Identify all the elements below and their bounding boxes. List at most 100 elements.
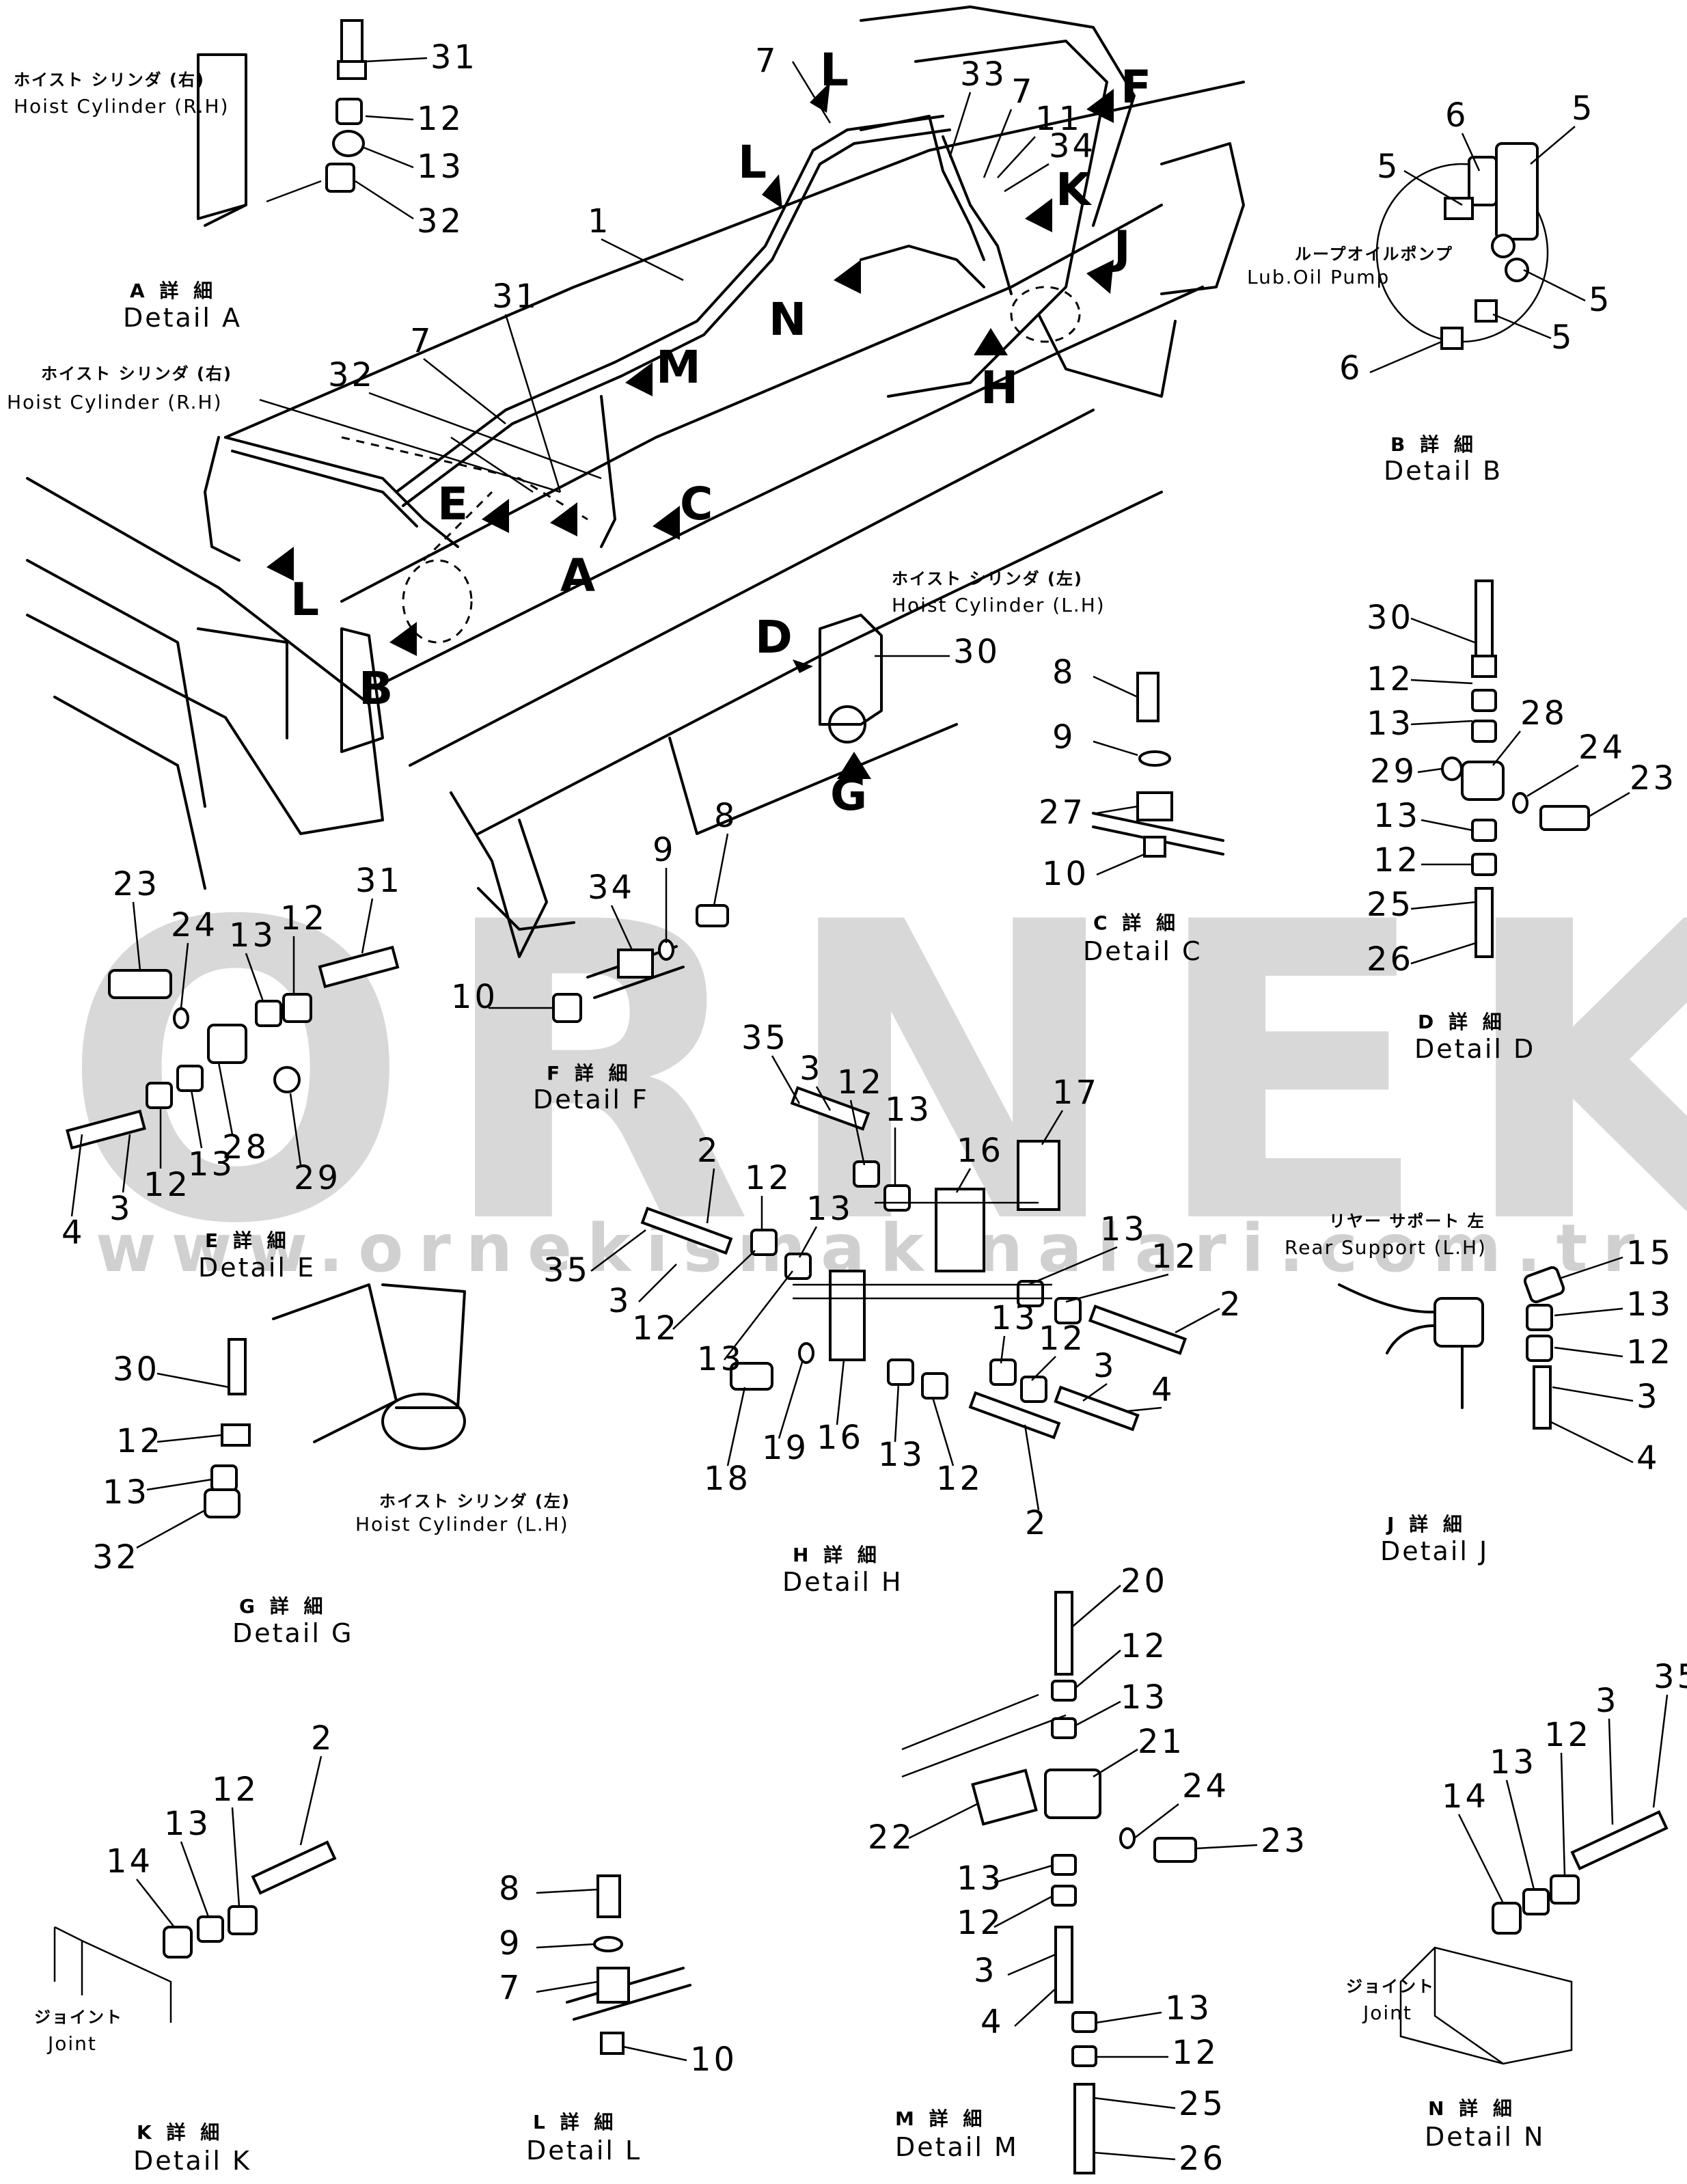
detail-m-callout-13: 13 (957, 1859, 1004, 1898)
detail-m-callout-3: 3 (974, 1952, 998, 1990)
detail-f-caption-jp: F 詳 細 (547, 1062, 632, 1084)
detail-h-callout-2: 2 (697, 1132, 721, 1170)
detail-h-callout-3: 3 (608, 1282, 632, 1320)
detail-h-callout-2: 2 (1025, 1504, 1049, 1542)
detail-n-callout-14: 14 (1442, 1777, 1489, 1816)
detail-k-joint-jp: ジョイント (34, 2008, 123, 2027)
main-callout: 7 (410, 322, 434, 360)
detail-k: 2 12 13 14 ジョイント Joint K 詳 細 Detail K (34, 1719, 337, 2176)
detail-b-caption-en: Detail B (1384, 456, 1503, 486)
arrow-label-c: C (680, 478, 713, 530)
detail-e-callout-4: 4 (61, 1214, 85, 1252)
detail-l-caption-jp: L 詳 細 (533, 2111, 617, 2133)
detail-e-callout-28: 28 (222, 1128, 269, 1166)
detail-f-callout-10: 10 (451, 978, 498, 1016)
main-callout: 33 (960, 55, 1007, 94)
hoist-rh-note-jp: ホイスト シリンダ (右) (41, 364, 232, 383)
detail-k-callout-13: 13 (164, 1805, 211, 1843)
detail-f-callout-8: 8 (714, 797, 738, 835)
arrow-label-f: F (1121, 61, 1151, 113)
detail-e-callout-13: 13 (229, 916, 276, 955)
detail-a-note-en: Hoist Cylinder (R.H) (14, 95, 230, 118)
detail-m-callout-22: 22 (868, 1818, 915, 1857)
detail-h-callout-12: 12 (745, 1159, 792, 1197)
detail-h-callout-13: 13 (806, 1190, 853, 1228)
detail-h-callout-12: 12 (1039, 1320, 1086, 1358)
detail-d-callout-12: 12 (1373, 841, 1421, 879)
detail-m-callout-12: 12 (1172, 2034, 1219, 2072)
main-callout: 1 (588, 202, 612, 241)
detail-b-callout-5: 5 (1589, 281, 1613, 319)
detail-j-callout-15: 15 (1626, 1234, 1673, 1272)
detail-c: 8 9 27 10 C 詳 細 Detail C (1039, 653, 1224, 966)
detail-n-callout-12: 12 (1544, 1716, 1591, 1754)
detail-m-callout-26: 26 (1179, 2140, 1226, 2178)
detail-f: 10 34 9 8 F 詳 細 Detail F (451, 797, 738, 1115)
detail-c-callout-8: 8 (1052, 653, 1076, 692)
detail-m-callout-21: 21 (1138, 1723, 1185, 1761)
detail-d-callout-26: 26 (1367, 940, 1414, 979)
main-callout: 11 (1035, 100, 1082, 138)
detail-g-callout-30: 30 (113, 1350, 160, 1389)
detail-m-caption-en: Detail M (895, 2132, 1019, 2162)
detail-m-callout-25: 25 (1179, 2085, 1226, 2123)
detail-c-caption-jp: C 詳 細 (1093, 912, 1179, 934)
detail-h-caption-jp: H 詳 細 (793, 1544, 881, 1566)
detail-h-callout-17: 17 (1052, 1074, 1099, 1112)
arrow-label-g: G (830, 768, 867, 821)
detail-g: ホイスト シリンダ (左) Hoist Cylinder (L.H) 30 12… (92, 1283, 569, 1648)
hoist-lh-note-en: Hoist Cylinder (L.H) (892, 594, 1106, 616)
detail-d-callout-29: 29 (1370, 752, 1417, 791)
hoist-rh-note-en: Hoist Cylinder (R.H) (7, 391, 223, 413)
arrow-label-j: J (1111, 221, 1131, 274)
detail-b-callout-5: 5 (1377, 148, 1401, 186)
detail-k-joint-en: Joint (46, 2032, 97, 2055)
detail-a-callout-31: 31 (430, 38, 478, 77)
detail-d-callout-25: 25 (1367, 886, 1414, 924)
main-callouts: 7 33 7 11 34 1 31 7 32 30 (259, 42, 1096, 671)
detail-c-callout-27: 27 (1039, 793, 1086, 832)
detail-k-callout-2: 2 (311, 1719, 335, 1758)
detail-l-callout-9: 9 (499, 1924, 523, 1963)
detail-g-caption-jp: G 詳 細 (239, 1595, 327, 1617)
detail-h-callout-12: 12 (632, 1309, 679, 1348)
detail-n-callout-13: 13 (1490, 1743, 1537, 1782)
detail-h-callout-19: 19 (762, 1429, 809, 1467)
detail-n-callout-35: 35 (1654, 1658, 1687, 1696)
detail-g-callout-32: 32 (92, 1538, 139, 1576)
detail-k-callout-14: 14 (106, 1842, 153, 1881)
detail-f-caption-en: Detail F (533, 1084, 649, 1115)
main-callout: 34 (1049, 127, 1096, 165)
detail-d-caption-jp: D 詳 細 (1418, 1011, 1506, 1033)
main-callout: 32 (328, 356, 375, 394)
arrow-label-m: M (656, 341, 701, 394)
detail-h-callout-35: 35 (741, 1019, 788, 1057)
detail-m-callout-24: 24 (1182, 1767, 1229, 1805)
arrow-label-l-left: L (290, 573, 319, 626)
detail-l: 8 9 7 10 L 詳 細 Detail L (499, 1870, 735, 2166)
detail-h-callout-13: 13 (697, 1340, 744, 1378)
detail-h-callout-3: 3 (1093, 1347, 1117, 1385)
detail-g-callout-13: 13 (102, 1473, 150, 1512)
detail-k-caption-jp: K 詳 細 (137, 2121, 223, 2144)
detail-j: リヤー サポート 左 Rear Support (L.H) 15 13 12 3… (1285, 1212, 1673, 1566)
detail-h-callout-13: 13 (878, 1436, 925, 1474)
detail-e-caption-jp: E 詳 細 (205, 1229, 290, 1252)
detail-l-callout-8: 8 (499, 1870, 523, 1908)
detail-h-callout-3: 3 (799, 1050, 823, 1088)
detail-a-callout-32: 32 (417, 202, 464, 241)
detail-a-caption-jp: A 詳 細 (130, 279, 217, 302)
detail-b: 6 5 5 5 5 6 ループオイルポンプ Lub.Oil Pump B 詳 細… (1247, 90, 1613, 486)
detail-b-callout-6: 6 (1339, 349, 1363, 387)
detail-e-callout-24: 24 (171, 906, 218, 944)
watermark: ORNEK www.ornekismakinalari.com.tr (61, 836, 1687, 1313)
detail-e: 23 24 13 12 31 28 29 12 13 3 4 E 詳 細 Det… (61, 862, 400, 1283)
detail-m-callout-13: 13 (1165, 1989, 1212, 2028)
detail-h-callout-16: 16 (817, 1419, 864, 1457)
detail-g-note-en: Hoist Cylinder (L.H) (355, 1513, 569, 1535)
main-callout: 30 (953, 633, 1000, 671)
detail-g-callout-12: 12 (116, 1422, 163, 1460)
detail-d-callout-28: 28 (1520, 694, 1567, 733)
detail-m-callout-12: 12 (1121, 1627, 1168, 1665)
detail-m-callout-13: 13 (1121, 1678, 1168, 1717)
